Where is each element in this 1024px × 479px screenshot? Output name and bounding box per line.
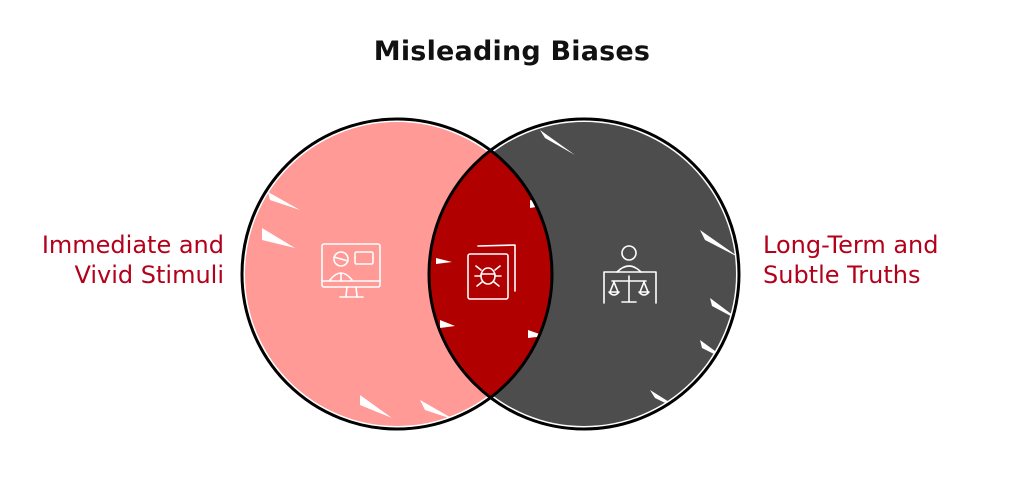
bug-document-icon [467, 244, 516, 300]
judge-scales-icon [603, 245, 657, 304]
monitor-video-call-icon [321, 243, 381, 298]
diagram-title: Misleading Biases [373, 36, 651, 67]
overlap-fill [429, 119, 552, 429]
left-set-label: Immediate and Vivid Stimuli [42, 230, 224, 290]
right-set-label-line2: Subtle Truths [763, 261, 921, 289]
right-set-label: Long-Term and Subtle Truths [763, 230, 939, 290]
right-set-label-line1: Long-Term and [763, 231, 939, 259]
left-set-label-line2: Vivid Stimuli [74, 261, 224, 289]
right-set-outline [427, 117, 741, 431]
left-set-label-line1: Immediate and [41, 231, 224, 259]
left-set-outline [240, 117, 554, 431]
